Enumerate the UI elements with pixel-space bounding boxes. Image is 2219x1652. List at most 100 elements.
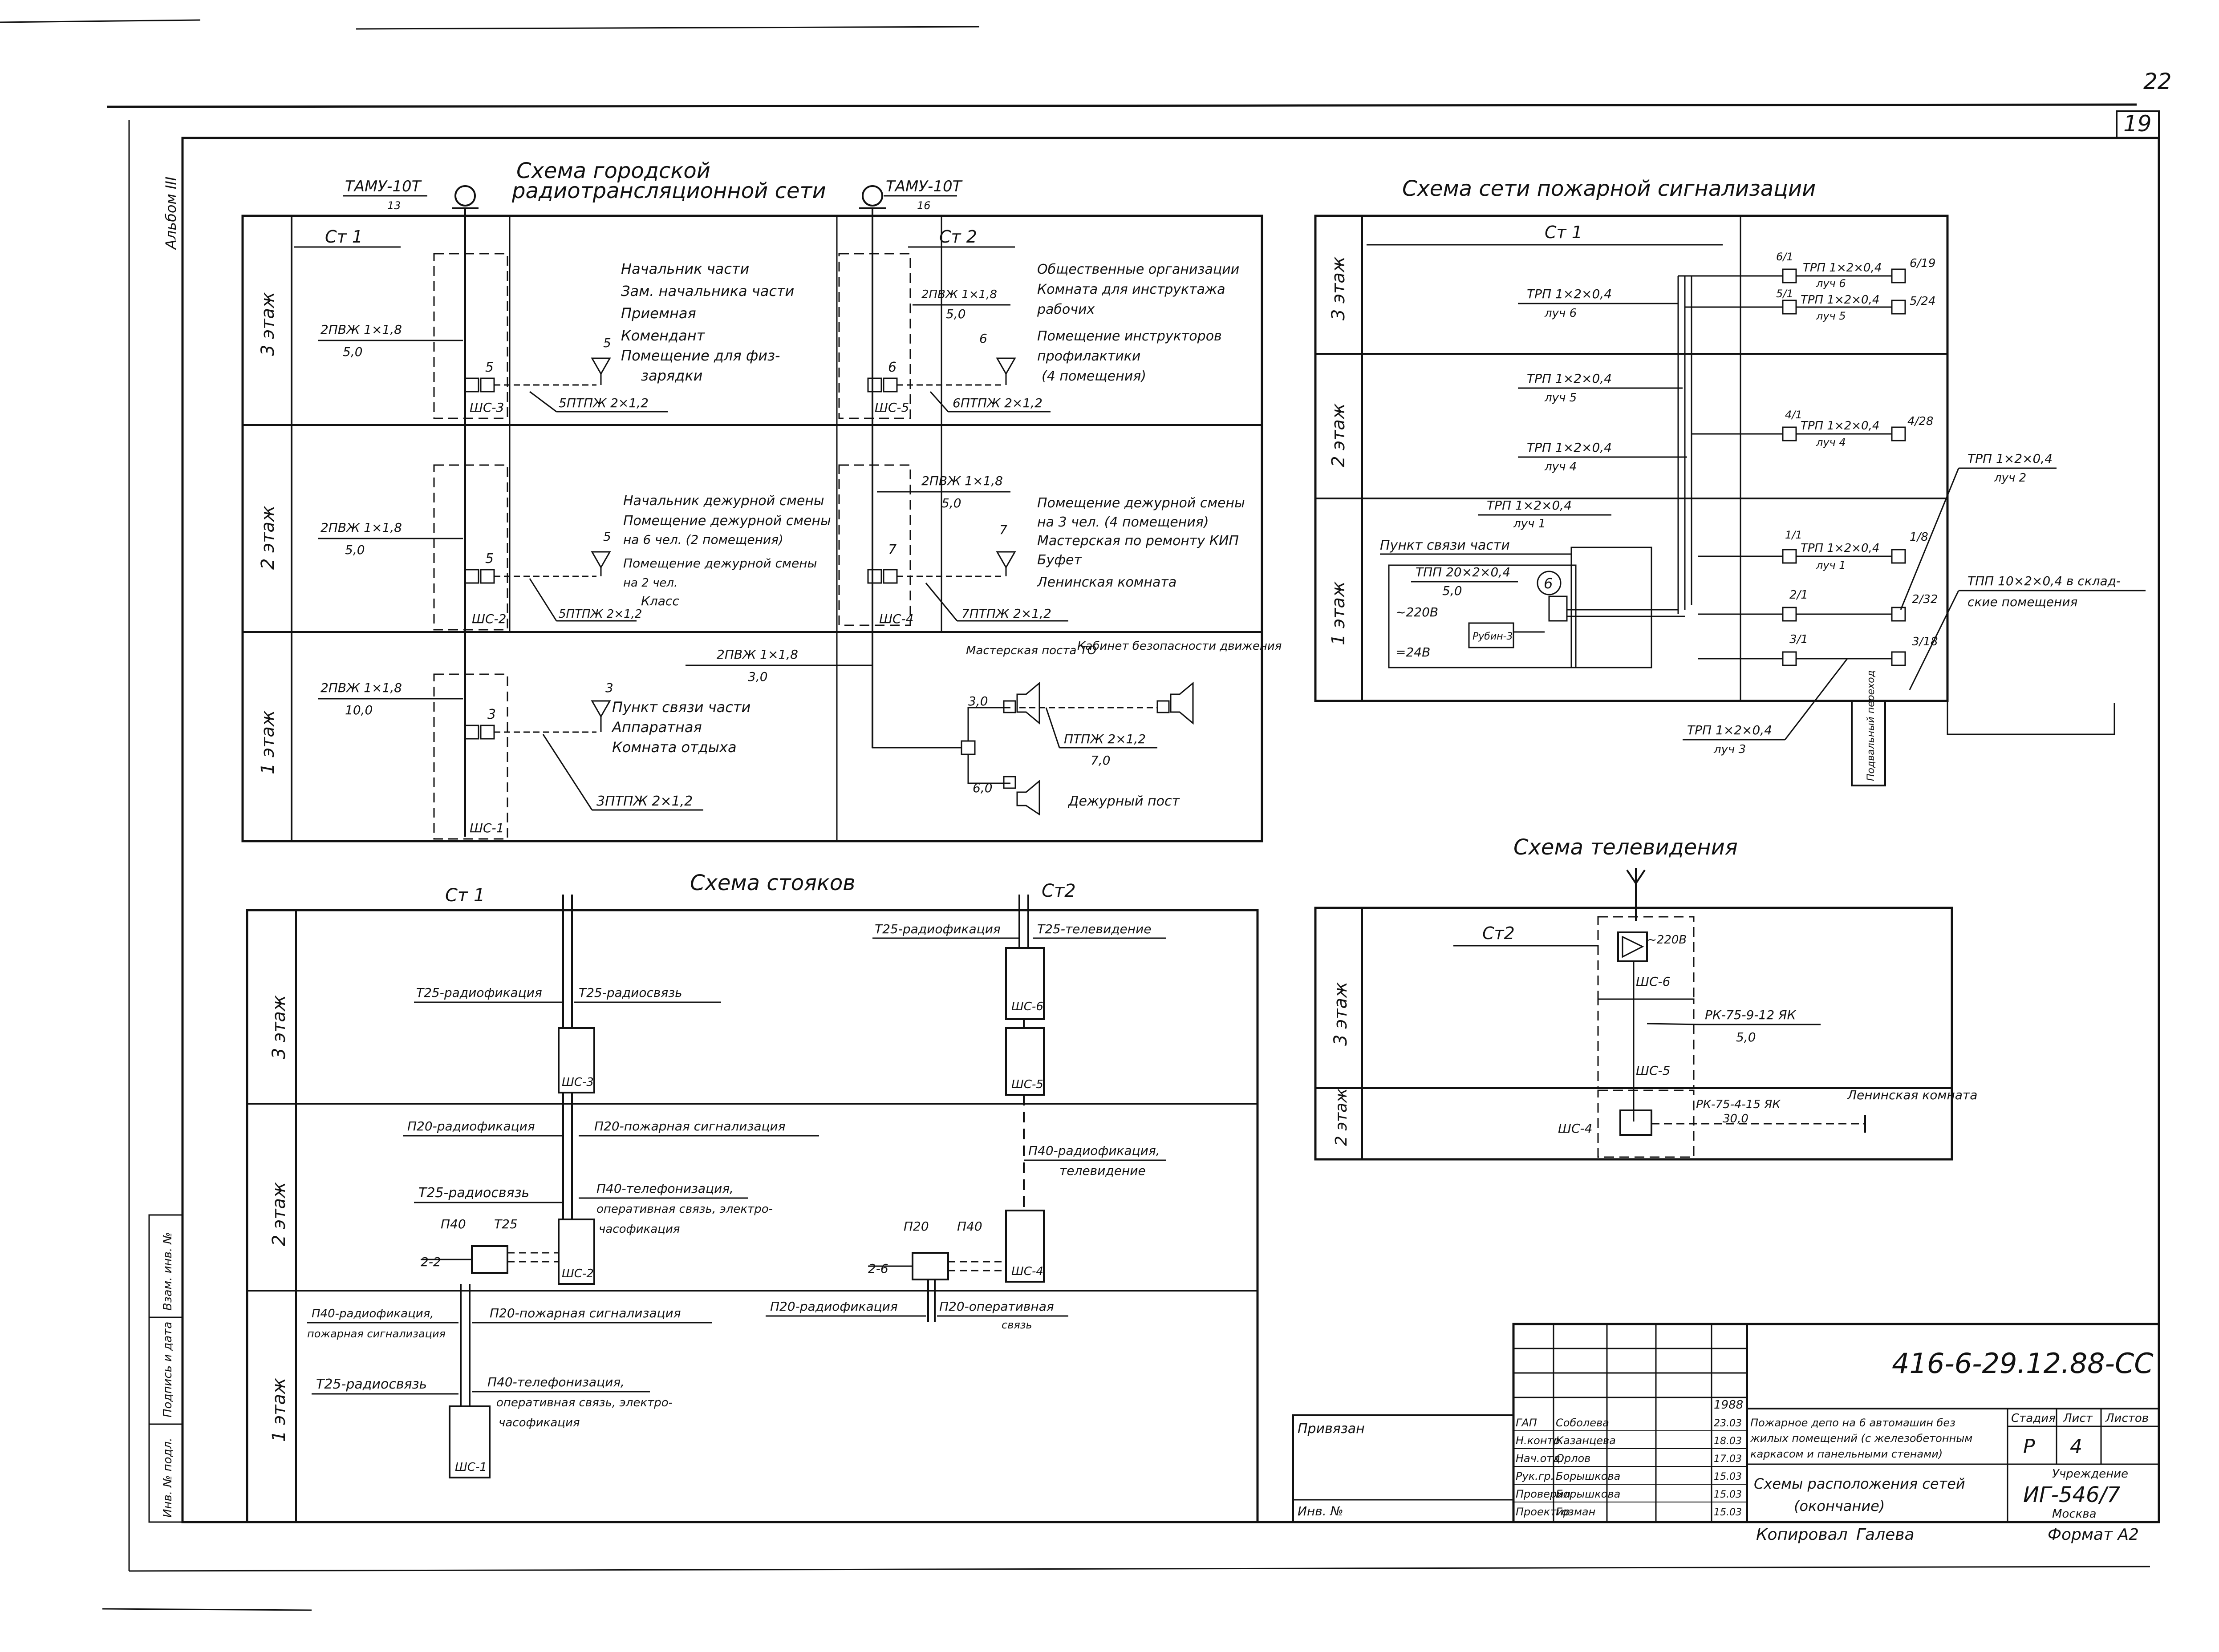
tv-floor-2: 2 этаж	[1332, 1088, 1351, 1146]
room-label: рабочих	[1037, 302, 1095, 317]
radio-floor-1: 1 этаж	[258, 710, 278, 774]
radio-speaker-1-num: 3	[605, 680, 613, 695]
tb-role: Нач.отд.	[1516, 1452, 1563, 1465]
fire-tpp-len: 5,0	[1442, 583, 1462, 598]
loud-room-3: Дежурный пост	[1067, 794, 1180, 809]
tv-cable2-len: 30,0	[1723, 1112, 1748, 1126]
radio-box-1: ШС-1	[470, 821, 504, 835]
tv-220: ~220В	[1647, 933, 1687, 947]
fire-scheme: Схема сети пожарной сигнализации 3 этаж …	[1314, 176, 2146, 786]
tb-name: Гозман	[1556, 1506, 1595, 1518]
radio-rooms-1: Пункт связи части Аппаратная Комната отд…	[611, 699, 750, 756]
det-cable: ТРП 1×2×0,4	[1801, 293, 1879, 307]
room-label: Помещение дежурной смены	[1037, 495, 1245, 511]
r-p40-radio-tv: П40-радиофикация,	[1028, 1143, 1160, 1158]
radio-rooms-3: Начальник части Зам. начальника части Пр…	[621, 260, 794, 384]
tpp10: ТПП 10×2×0,4 в склад-	[1967, 574, 2121, 588]
fire-circle-num: 6	[1544, 575, 1553, 592]
st2-wire-7: 7ПТПЖ 2×1,2	[961, 606, 1051, 621]
radio-box-3: ШС-3	[470, 400, 504, 415]
tb-org-3: Москва	[2052, 1507, 2097, 1521]
radio-floor-3: 3 этаж	[258, 292, 278, 356]
fire-floor-3: 3 этаж	[1328, 256, 1349, 320]
loud-wire-len: 7,0	[1091, 753, 1111, 768]
det-luch: луч 1	[1816, 559, 1846, 571]
r-p40-phone-c: часофикация	[599, 1223, 680, 1236]
tb-org-2: ИГ-546/7	[2023, 1482, 2121, 1507]
tb-inv: Инв. №	[1298, 1504, 1343, 1518]
signature-strip-label: Взам. инв. №	[161, 1232, 174, 1311]
r-t25-radiosv2: Т25-радиосвязь	[418, 1185, 529, 1201]
fire-24: =24В	[1395, 645, 1430, 660]
tb-sheet-h: Лист	[2063, 1412, 2093, 1425]
room-label: Помещение дежурной смены	[623, 556, 817, 571]
speaker-icon	[591, 551, 611, 576]
r-p20-radio: П20-радиофикация	[407, 1119, 535, 1134]
det-label: 5/1	[1776, 287, 1793, 300]
risers-st2: Ст2	[1042, 881, 1076, 901]
amplifier-triangle-icon	[1617, 931, 1648, 962]
r-t25-radiosv: Т25-радиосвязь	[579, 985, 682, 1000]
r-p40-phone2: П40-телефонизация,	[487, 1375, 625, 1389]
r-p40-radio-tv-b: телевидение	[1059, 1163, 1146, 1178]
sheet-frame	[0, 19, 2160, 1611]
r-p40-phone-b: оперативная связь, электро-	[596, 1203, 773, 1216]
r-t25-tv: Т25-телевидение	[1037, 922, 1152, 936]
radio-cable-1: 2ПВЖ 1×1,8	[320, 680, 402, 695]
fire-luch-6: луч 6	[1544, 307, 1577, 320]
risers-floor-1: 1 этаж	[269, 1378, 289, 1442]
room-label: на 2 чел.	[623, 576, 677, 590]
tb-sheets-h: Листов	[2105, 1412, 2149, 1425]
loudspeaker-icon	[1170, 681, 1194, 725]
r-p40-radio-fire-b: пожарная сигнализация	[307, 1328, 446, 1340]
speaker-icon	[996, 357, 1016, 385]
radio-cable-2: 2ПВЖ 1×1,8	[320, 520, 402, 535]
r-node22: 2-2	[421, 1255, 441, 1269]
room-label: Помещение дежурной смены	[623, 513, 831, 529]
radio-box-5: ШС-5	[875, 400, 909, 415]
tb-signature-rows: ГАП Соболева 23.03 Н.контр. Казанцева 18…	[1513, 1417, 1747, 1518]
tb-format: Формат А2	[2048, 1526, 2139, 1544]
room-label: Комендант	[621, 327, 706, 344]
det-label: 1/8	[1910, 530, 1928, 544]
tb-date: 17.03	[1714, 1454, 1742, 1465]
loudspeaker-icon	[1016, 779, 1040, 816]
room-label: (4 помещения)	[1042, 368, 1146, 384]
det-luch: луч 4	[1816, 436, 1846, 449]
tv-cable2: РК-75-4-15 ЯК	[1696, 1098, 1781, 1111]
fire-floor-2: 2 этаж	[1328, 403, 1349, 467]
radio-speaker-3-num: 5	[603, 336, 611, 350]
loud-len-b: 6,0	[973, 781, 993, 795]
tb-role: Проверил	[1516, 1488, 1570, 1500]
det-label: 6/1	[1776, 251, 1793, 263]
tv-box6: ШС-6	[1636, 974, 1670, 989]
risers-floor-3: 3 этаж	[269, 995, 289, 1059]
room-label: Начальник дежурной смены	[623, 493, 824, 509]
tv-floor-3: 3 этаж	[1331, 982, 1351, 1046]
st2-rooms-2: Помещение дежурной смены на 3 чел. (4 по…	[1037, 495, 1245, 590]
fire-pult: Пункт связи части	[1380, 538, 1510, 553]
st2-speaker-6-num: 6	[979, 331, 987, 346]
room-label: Помещение инструкторов	[1037, 328, 1222, 344]
fire-cable-4: ТРП 1×2×0,4	[1527, 440, 1612, 455]
det-luch: луч 5	[1816, 310, 1846, 322]
loudspeaker-icon	[1016, 681, 1040, 725]
room-label: Общественные организации	[1037, 262, 1239, 277]
luch2-cable: ТРП 1×2×0,4	[1967, 451, 2053, 466]
corner-page-number: 22	[2143, 69, 2172, 94]
tb-name: Орлов	[1556, 1452, 1590, 1465]
loud-wire: ПТПЖ 2×1,2	[1064, 732, 1146, 746]
riser-box4: ШС-4	[1011, 1265, 1043, 1278]
room-label: профилактики	[1037, 348, 1140, 364]
riser-box6: ШС-6	[1011, 1000, 1043, 1013]
room-label: Пункт связи части	[612, 699, 750, 716]
r-t25-radio: Т25-радиофикация	[416, 985, 542, 1000]
tb-year: 1988	[1714, 1398, 1743, 1412]
room-label: Ленинская комната	[1037, 575, 1176, 590]
amp-left-label: ТАМУ-10Т	[345, 178, 422, 195]
radio-scheme: Схема городской радиотрансляционной сети…	[241, 158, 1282, 842]
fire-cable-5: ТРП 1×2×0,4	[1527, 371, 1612, 386]
fire-title: Схема сети пожарной сигнализации	[1402, 176, 1816, 201]
fire-detectors: 6/1 6/19 ТРП 1×2×0,4 луч 6 5/1 5/24 ТРП …	[1678, 251, 1938, 666]
amp-right-label: ТАМУ-10Т	[886, 178, 963, 195]
